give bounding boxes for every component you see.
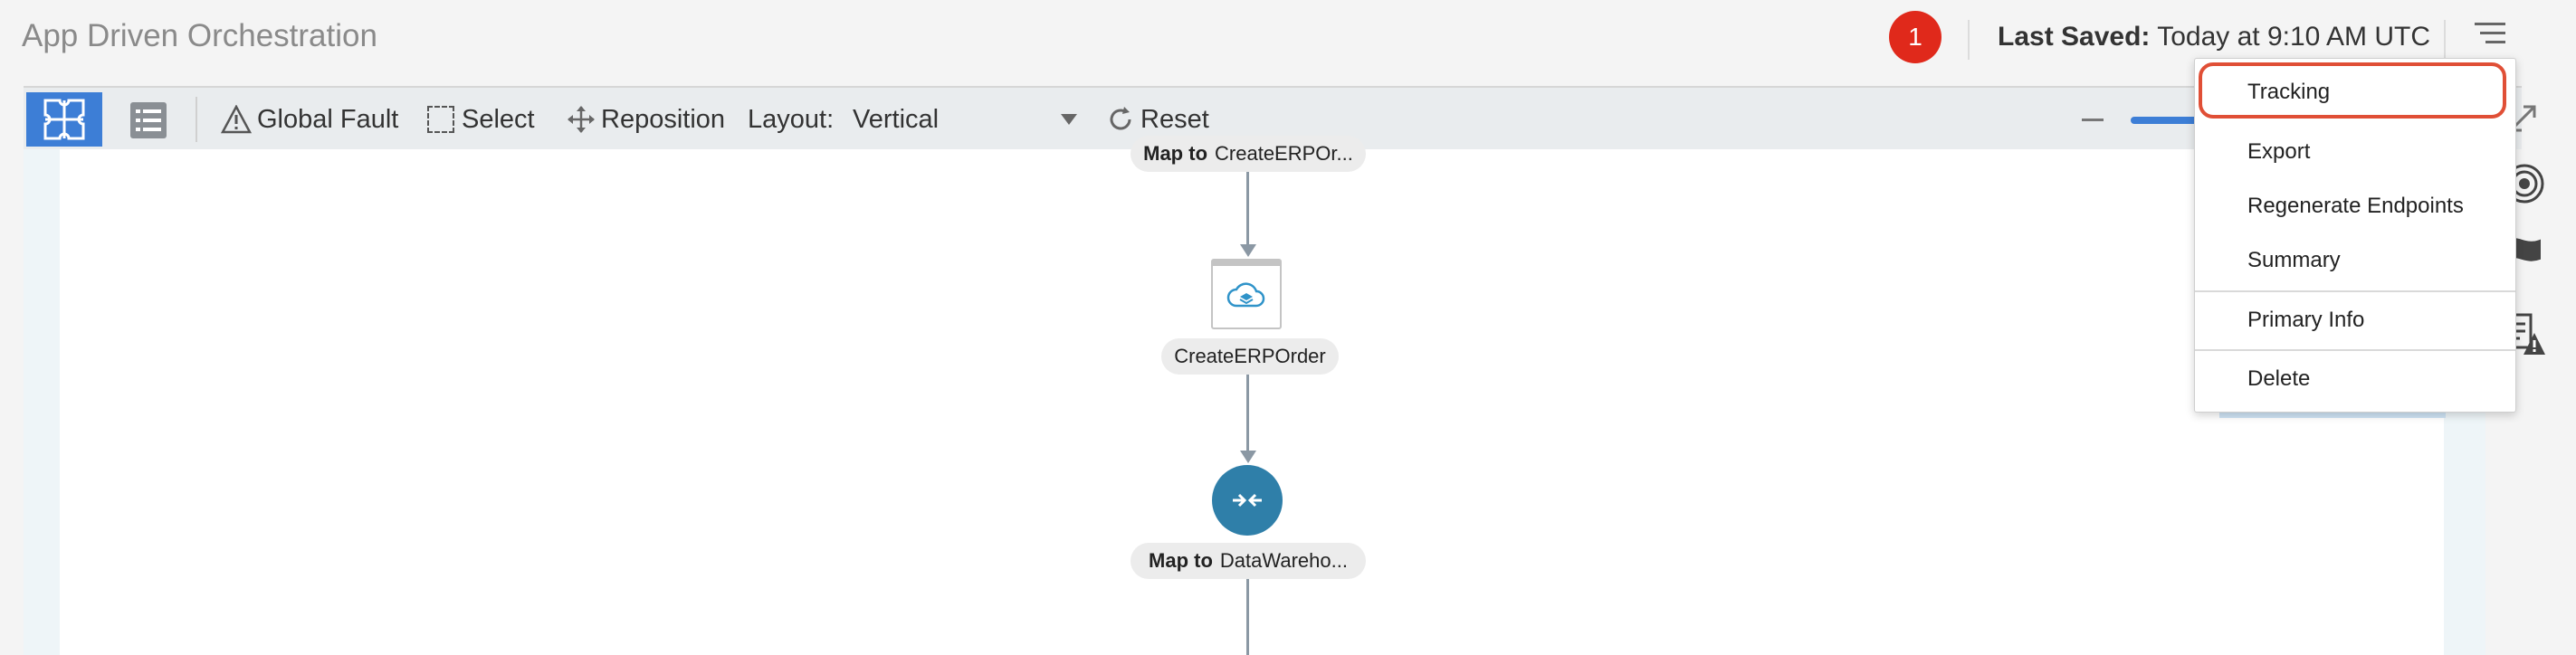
header-divider [2444,20,2446,60]
last-saved-value: Today at 9:10 AM UTC [2157,22,2431,52]
app-node-name: CreateERPOrder [1174,345,1326,367]
layout-select[interactable]: Vertical [853,104,940,134]
create-erp-order-label[interactable]: CreateERPOrder [1161,338,1339,375]
reset-button[interactable]: Reset [1106,88,1209,151]
move-icon [568,106,595,133]
menu-item-export[interactable]: Export [2247,139,2311,164]
chevron-down-icon[interactable] [1061,114,1077,125]
connector-line [1246,579,1249,655]
connector-line [1246,375,1249,451]
reset-icon [1110,107,1131,130]
last-saved-label: Last Saved: [1998,22,2151,52]
zoom-slider[interactable] [2131,117,2212,124]
select-label: Select [462,104,535,134]
menu-item-regenerate-endpoints[interactable]: Regenerate Endpoints [2247,194,2464,218]
reposition-label: Reposition [601,104,726,134]
global-fault-label: Global Fault [257,104,399,134]
puzzle-icon [43,99,85,140]
last-saved: Last Saved: Today at 9:10 AM UTC [1998,22,2430,52]
map-icon [1233,493,1262,508]
list-view-button[interactable] [129,100,168,140]
notification-badge[interactable]: 1 [1889,11,1942,63]
page-header: App Driven Orchestration 1 Last Saved: T… [0,0,2576,81]
connector-arrow [1240,244,1256,257]
menu-item-tracking[interactable]: Tracking [2247,80,2331,104]
layout-label: Layout: [748,104,835,134]
select-icon [427,106,454,133]
canvas-view-button[interactable] [26,92,102,147]
header-divider [1968,20,1970,60]
map-node[interactable] [1212,465,1283,536]
menu-item-primary-info[interactable]: Primary Info [2247,308,2365,332]
reset-label: Reset [1140,104,1209,134]
tracking-highlight [2199,62,2506,119]
create-erp-order-node[interactable] [1211,259,1282,329]
integration-canvas[interactable] [24,149,2485,655]
global-fault-button[interactable]: Global Fault [221,88,398,151]
map-name: DataWareho... [1219,549,1348,572]
reposition-button[interactable]: Reposition [567,88,725,151]
connector-arrow [1240,451,1256,463]
menu-item-delete[interactable]: Delete [2247,366,2311,391]
menu-divider [2195,349,2515,351]
warning-icon [221,105,252,134]
app-title: App Driven Orchestration [22,18,377,53]
map-prefix: Map to [1149,549,1213,572]
cloud-icon [1226,282,1265,308]
top-map-node-label[interactable]: Map to CreateERPOr... [1131,136,1366,172]
bottom-map-node-label[interactable]: Map to DataWareho... [1131,543,1366,579]
menu-item-summary[interactable]: Summary [2247,248,2341,272]
hamburger-icon[interactable] [2475,23,2505,50]
select-button[interactable]: Select [427,88,535,151]
menu-divider [2195,290,2515,292]
zoom-out-icon[interactable] [2082,119,2104,121]
toolbar-divider [196,97,197,142]
list-icon [130,102,167,138]
canvas-left-gutter [24,149,60,655]
connector-line [1246,172,1249,244]
map-prefix: Map to [1143,142,1208,165]
actions-menu: Tracking Export Regenerate Endpoints Sum… [2194,58,2516,413]
map-name: CreateERPOr... [1215,142,1353,165]
